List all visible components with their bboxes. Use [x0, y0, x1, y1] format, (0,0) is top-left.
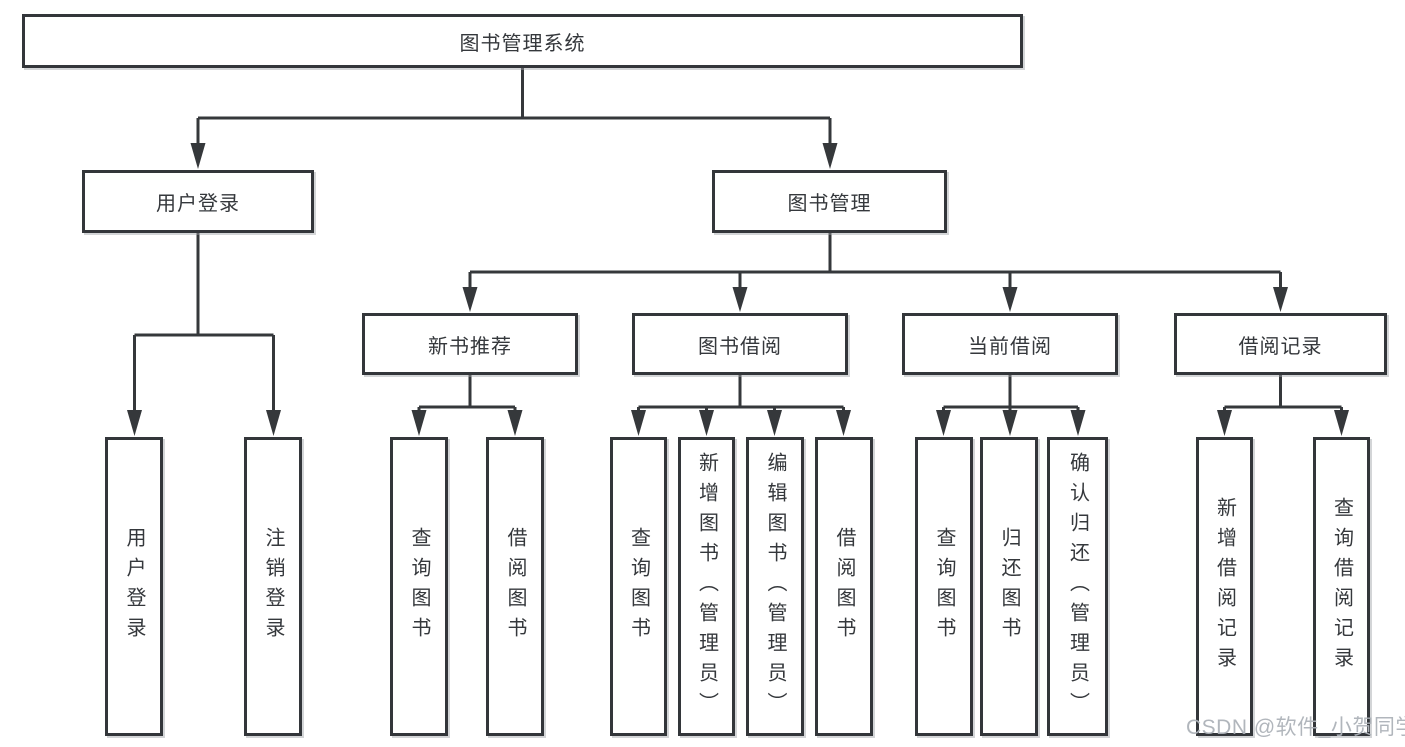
leaf-label: 注销登录 [262, 526, 284, 647]
connector-borrow-records-to-leaves [1217, 375, 1349, 436]
arrow-down-icon [411, 410, 427, 436]
connector-book-management-to-level3 [462, 233, 1288, 312]
leaf-label: 查询借阅记录 [1330, 496, 1353, 677]
connector-line [196, 68, 832, 146]
leaf-query-book-current: 查询图书 [915, 437, 973, 736]
csdn-watermark: CSDN @软件_小贺同学 [1186, 716, 1405, 739]
node-borrow-records: 借阅记录 [1174, 313, 1387, 375]
connector-current-borrow-to-leaves [936, 375, 1086, 436]
node-label: 当前借阅 [968, 335, 1052, 358]
leaf-label: 新增借阅记录 [1213, 496, 1236, 677]
leaf-user-login: 用户登录 [105, 437, 163, 736]
arrow-down-icon [699, 410, 714, 436]
leaf-label: 归还图书 [998, 526, 1020, 647]
connector-line [942, 375, 1080, 412]
leaf-label: 新增图书（管理员） [695, 451, 718, 722]
leaf-query-book-recommend: 查询图书 [390, 437, 448, 736]
connector-line [1223, 375, 1343, 412]
arrow-down-icon [767, 410, 782, 436]
arrow-down-icon [1334, 410, 1349, 436]
node-library-management-system: 图书管理系统 [22, 14, 1023, 68]
arrow-down-icon [462, 287, 478, 312]
node-label: 新书推荐 [428, 335, 512, 358]
leaf-query-borrow-record: 查询借阅记录 [1313, 437, 1370, 736]
arrow-down-icon [836, 410, 851, 436]
leaf-borrow-book: 借阅图书 [815, 437, 873, 736]
arrow-down-icon [631, 410, 646, 436]
leaf-label: 编辑图书（管理员） [764, 451, 786, 722]
node-book-borrow: 图书借阅 [632, 313, 848, 375]
connector-root-to-level2 [190, 68, 838, 169]
leaf-add-borrow-record: 新增借阅记录 [1196, 437, 1253, 736]
leaf-logout: 注销登录 [244, 437, 302, 736]
leaf-label: 借阅图书 [504, 526, 526, 647]
leaf-query-book-borrow: 查询图书 [610, 437, 667, 736]
arrow-down-icon [822, 143, 838, 169]
leaf-label: 查询图书 [627, 526, 650, 647]
connector-user-login-to-children [127, 233, 281, 436]
arrow-down-icon [1273, 287, 1288, 312]
arrow-down-icon [1002, 410, 1018, 436]
node-label: 用户登录 [156, 193, 240, 215]
arrow-down-icon [127, 410, 142, 436]
connector-line [468, 233, 1282, 290]
leaf-edit-book-admin: 编辑图书（管理员） [746, 437, 804, 736]
node-label: 图书借阅 [698, 335, 782, 358]
node-user-login: 用户登录 [82, 170, 314, 233]
arrow-down-icon [1002, 287, 1018, 312]
node-new-book-recommend: 新书推荐 [362, 313, 578, 375]
arrow-down-icon [936, 410, 951, 436]
connector-new-book-recommend-to-leaves [411, 375, 523, 436]
leaf-borrow-book-recommend: 借阅图书 [486, 437, 544, 736]
connector-line [637, 375, 845, 412]
leaf-return-book: 归还图书 [980, 437, 1038, 736]
arrow-down-icon [1070, 410, 1086, 436]
node-label: 图书管理系统 [459, 32, 586, 55]
node-label: 图书管理 [787, 193, 872, 215]
arrow-down-icon [1217, 410, 1232, 436]
leaf-label: 查询图书 [408, 526, 430, 647]
leaf-confirm-return-admin: 确认归还（管理员） [1047, 437, 1108, 736]
connector-book-borrow-to-leaves [631, 375, 851, 436]
arrow-down-icon [732, 287, 748, 312]
leaf-label: 借阅图书 [833, 526, 855, 647]
leaf-label: 查询图书 [933, 526, 955, 647]
leaf-label: 确认归还（管理员） [1066, 451, 1089, 722]
connector-line [133, 233, 275, 413]
node-book-management: 图书管理 [712, 170, 947, 233]
arrow-down-icon [507, 410, 523, 436]
node-current-borrow: 当前借阅 [902, 313, 1118, 375]
leaf-label: 用户登录 [123, 526, 145, 647]
arrow-down-icon [266, 410, 281, 436]
arrow-down-icon [190, 143, 206, 169]
node-label: 借阅记录 [1238, 335, 1323, 358]
connector-line [417, 375, 517, 412]
leaf-add-book-admin: 新增图书（管理员） [678, 437, 735, 736]
